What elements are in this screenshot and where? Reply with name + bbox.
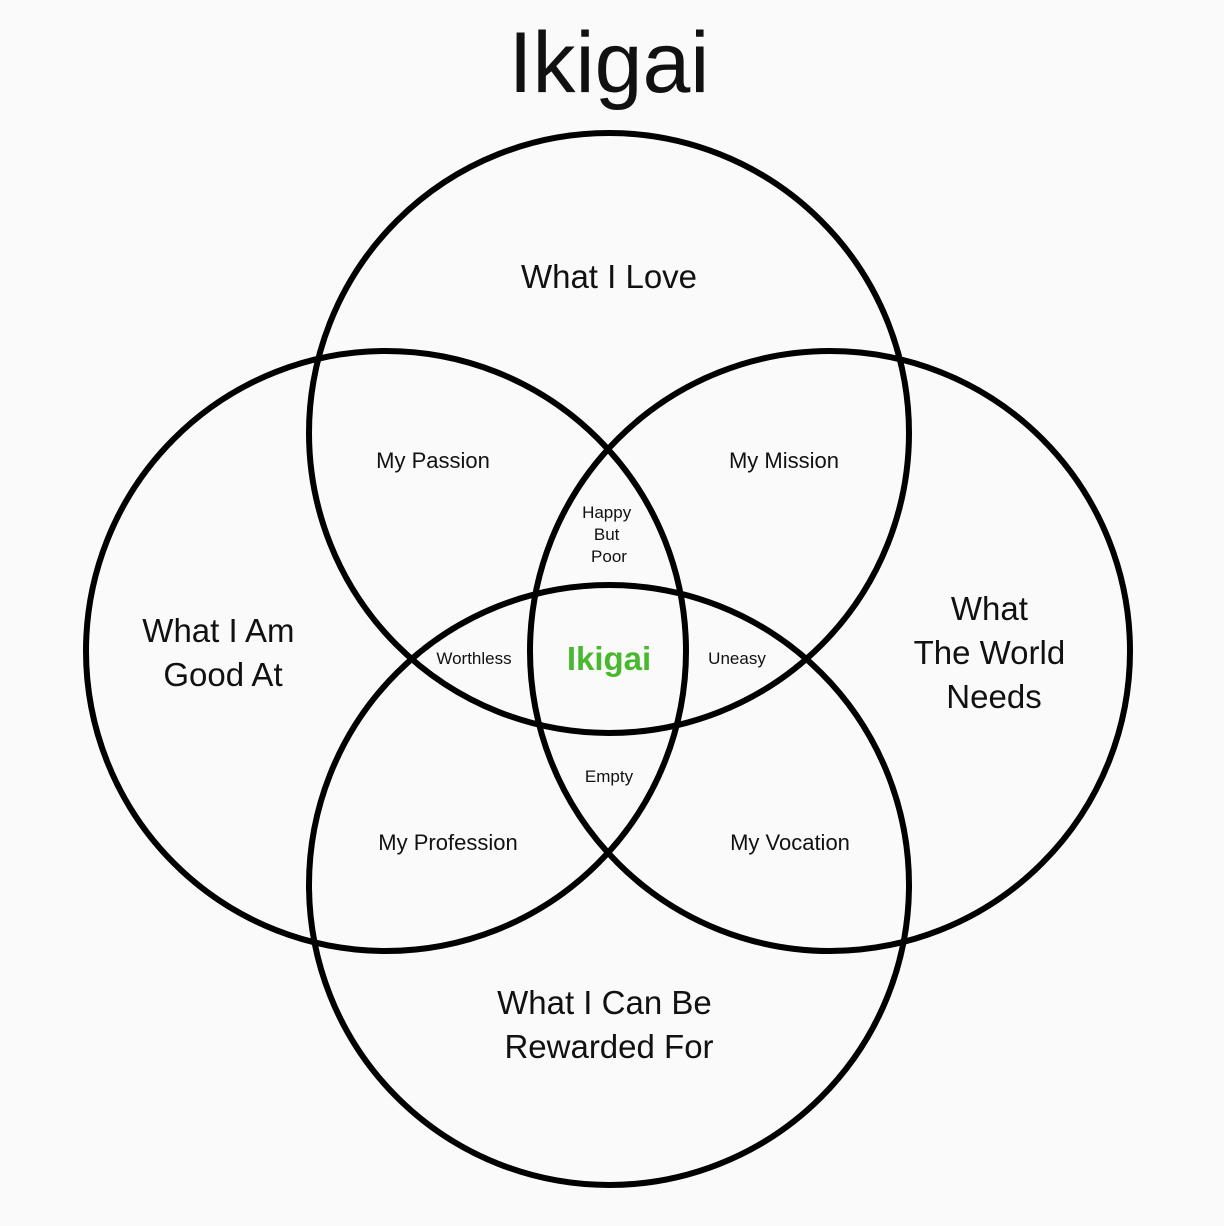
diagram-title: Ikigai	[509, 15, 710, 111]
label-my-passion: My Passion	[376, 448, 490, 473]
label-what-i-can-be-rewarded-for: What I Can Be Rewarded For	[497, 984, 721, 1065]
circle-what-i-love	[306, 130, 912, 736]
label-uneasy: Uneasy	[708, 649, 766, 668]
label-center-ikigai: Ikigai	[567, 640, 651, 677]
circle-what-i-am-good-at	[83, 348, 689, 954]
label-my-profession: My Profession	[378, 830, 517, 855]
circle-what-i-can-be-rewarded-for	[306, 582, 912, 1188]
label-happy-but-poor: Happy But Poor	[582, 503, 636, 566]
label-worthless: Worthless	[436, 649, 511, 668]
label-empty: Empty	[585, 767, 634, 786]
label-what-the-world-needs: What The World Needs	[914, 590, 1075, 715]
label-my-mission: My Mission	[729, 448, 839, 473]
label-what-i-am-good-at: What I Am Good At	[142, 612, 303, 693]
label-what-i-love: What I Love	[521, 258, 697, 295]
label-my-vocation: My Vocation	[730, 830, 850, 855]
circle-what-the-world-needs	[527, 348, 1133, 954]
